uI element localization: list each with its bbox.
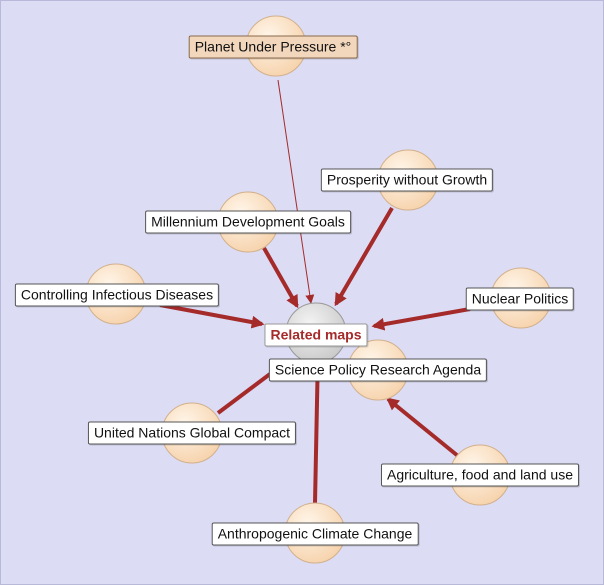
node-label-prosperity-without-growth[interactable]: Prosperity without Growth [320, 168, 494, 192]
edge-controlling-infectious-diseases [159, 303, 265, 329]
edge-planet-under-pressure [277, 79, 315, 304]
node-label-anthropogenic-climate-change[interactable]: Anthropogenic Climate Change [211, 522, 419, 546]
center-label-related-maps[interactable]: Related maps [264, 323, 368, 347]
edge-millennium-development-goals [262, 247, 299, 309]
node-label-controlling-infectious-diseases[interactable]: Controlling Infectious Diseases [14, 283, 220, 307]
edges-layer [159, 79, 471, 504]
edge-prosperity-without-growth [334, 206, 394, 307]
edge-nuclear-politics [371, 307, 471, 331]
node-label-agriculture-food-and-land-use[interactable]: Agriculture, food and land use [380, 463, 580, 487]
node-label-millennium-development-goals[interactable]: Millennium Development Goals [145, 210, 351, 234]
node-label-nuclear-politics[interactable]: Nuclear Politics [465, 287, 575, 311]
node-label-science-policy-research-agenda[interactable]: Science Policy Research Agenda [268, 358, 488, 382]
edge-agriculture-food-and-land-use [386, 397, 460, 458]
node-label-united-nations-global-compact[interactable]: United Nations Global Compact [87, 421, 297, 445]
node-label-planet-under-pressure[interactable]: Planet Under Pressure *° [188, 35, 358, 59]
